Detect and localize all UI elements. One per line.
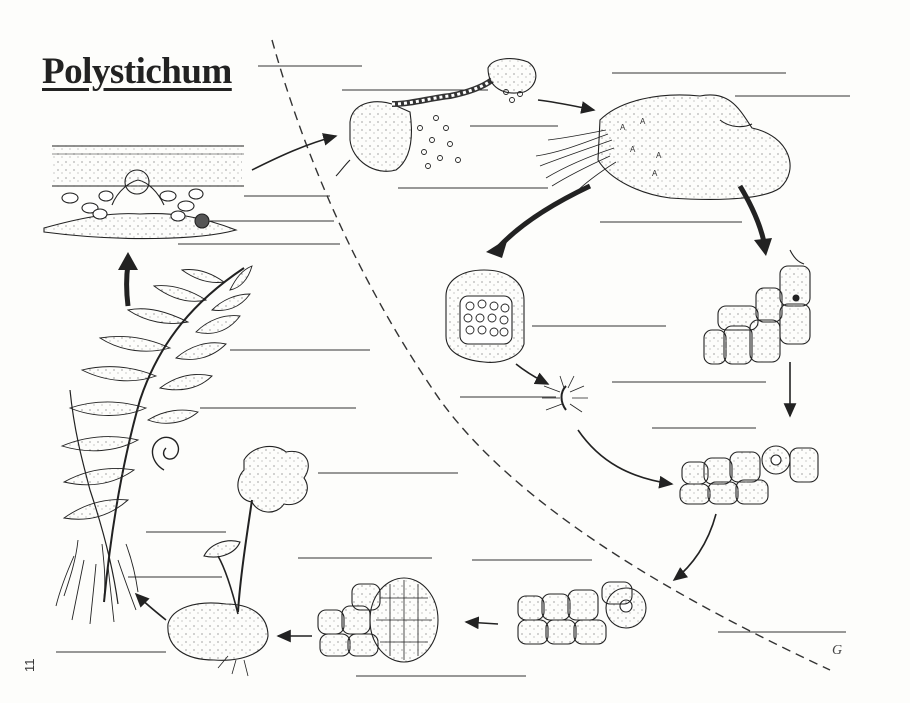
zygote-cells (517, 581, 647, 645)
arrow-sperm-to-fertilization (577, 429, 674, 489)
artist-initial: G (832, 643, 843, 658)
mature-fern (55, 265, 253, 625)
antheridium (445, 269, 525, 363)
arrow-antheridium-to-sperm (515, 363, 550, 385)
young-sporophyte (167, 445, 309, 677)
svg-text:A: A (630, 145, 636, 154)
svg-text:A: A (652, 169, 658, 178)
arrow-spore-to-prothallus (537, 99, 596, 114)
prothallus: AA AA A (535, 94, 791, 200)
arrow-sporophyte-to-fern (134, 592, 167, 621)
label-lines (56, 65, 850, 677)
arrow-sorus-to-sporangium (251, 133, 338, 171)
arrow-prothallus-to-archegonium (737, 184, 767, 243)
sperm (542, 375, 588, 413)
svg-text:A: A (620, 123, 626, 132)
embryo-cells (317, 577, 439, 663)
generation-divider (271, 39, 831, 671)
lifecycle-arrows (118, 99, 797, 643)
svg-text:A: A (656, 151, 662, 160)
sporangium (335, 58, 537, 177)
page-number: 11 (22, 658, 37, 673)
arrow-fern-to-sorus (124, 263, 131, 307)
sorus-cross-section (43, 144, 244, 240)
arrow-zygote-to-embryo (464, 616, 499, 630)
arrow-fertilization-to-zygote (672, 513, 717, 581)
diagram-title: Polystichum (42, 51, 232, 92)
fertilization-cells (679, 445, 819, 505)
arrow-prothallus-to-antheridium (496, 183, 592, 250)
archegonium (703, 249, 811, 365)
svg-text:A: A (640, 117, 646, 126)
